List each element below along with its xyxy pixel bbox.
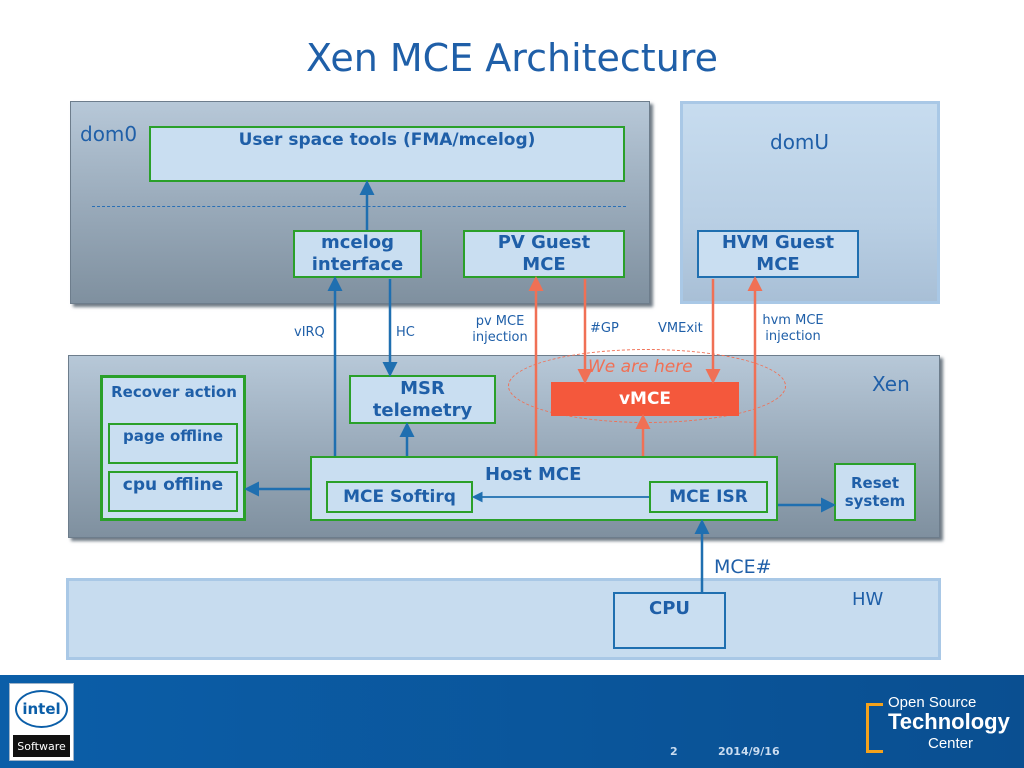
cpu-box: CPU (613, 592, 726, 649)
page-title: Xen MCE Architecture (306, 36, 718, 80)
system-label: system (844, 492, 906, 510)
pv-guest-mce-box: PV Guest MCE (463, 230, 625, 278)
msr-label: MSR (400, 377, 445, 399)
cpu-offline-box: cpu offline (108, 471, 238, 512)
host-mce-label: Host MCE (485, 464, 582, 485)
mce-hash-label: MCE# (714, 556, 772, 578)
intel-software-logo: intel Software (9, 683, 74, 761)
dom0-separator (92, 206, 626, 207)
mcelog-label: mcelog (320, 232, 395, 254)
mcelog-interface-box: mcelog interface (293, 230, 422, 278)
domu-label: domU (770, 130, 830, 154)
user-space-tools-box: User space tools (FMA/mcelog) (149, 126, 625, 182)
software-label: Software (17, 739, 66, 753)
reset-label: Reset (851, 474, 899, 492)
gp-label: #GP (590, 321, 619, 336)
virq-label: vIRQ (294, 325, 325, 340)
hw-region (66, 578, 941, 660)
intel-logo-mark: intel (15, 690, 68, 728)
hvm-mce-label: MCE (756, 254, 800, 275)
hvm-mce-line1: hvm MCE (762, 313, 824, 328)
recover-action-label: Recover action (111, 383, 237, 401)
telemetry-label: telemetry (372, 399, 473, 421)
page-offline-label: page offline (122, 427, 224, 445)
cpu-offline-label: cpu offline (122, 475, 224, 495)
cpu-label: CPU (648, 598, 691, 619)
dom0-label: dom0 (80, 122, 138, 146)
ost-logo: Open Source Technology Center (866, 694, 1016, 758)
vmce-label: vMCE (618, 389, 672, 409)
mce-softirq-label: MCE Softirq (343, 486, 456, 507)
ost-line3: Center (928, 735, 974, 752)
ost-line1: Open Source (888, 694, 977, 711)
hvm-mce-injection-label: hvm MCE injection (756, 313, 830, 346)
date-label: 2014/9/16 (718, 745, 780, 758)
mce-isr-label: MCE ISR (669, 486, 748, 507)
software-strip: Software (13, 735, 70, 757)
mce-isr-box: MCE ISR (649, 481, 768, 513)
hc-label: HC (396, 325, 415, 340)
we-are-here-label: We are here (588, 357, 693, 377)
pv-mce-label: MCE (522, 254, 566, 275)
hw-label: HW (852, 589, 884, 610)
page-offline-box: page offline (108, 423, 238, 464)
pv-mce-line1: pv MCE (475, 314, 525, 329)
vmexit-label: VMExit (658, 321, 703, 336)
vmce-box: vMCE (551, 382, 739, 416)
pv-mce-line2: injection (472, 330, 528, 346)
ost-line2: Technology (888, 709, 1010, 734)
hvm-mce-line2: injection (765, 329, 821, 345)
footer-bar (0, 675, 1024, 768)
hvm-guest-label: HVM Guest (721, 232, 835, 254)
msr-telemetry-box: MSR telemetry (349, 375, 496, 424)
pv-guest-label: PV Guest (497, 232, 591, 254)
ost-bracket (866, 703, 883, 753)
hvm-guest-mce-box: HVM Guest MCE (697, 230, 859, 278)
xen-label: Xen (872, 372, 910, 396)
pv-mce-injection-label: pv MCE injection (466, 314, 534, 347)
user-space-tools-label: User space tools (FMA/mcelog) (238, 130, 536, 150)
intel-logo-text: intel (22, 700, 61, 718)
page-number: 2 (670, 745, 678, 758)
reset-system-box: Reset system (834, 463, 916, 521)
interface-label: interface (311, 254, 404, 275)
